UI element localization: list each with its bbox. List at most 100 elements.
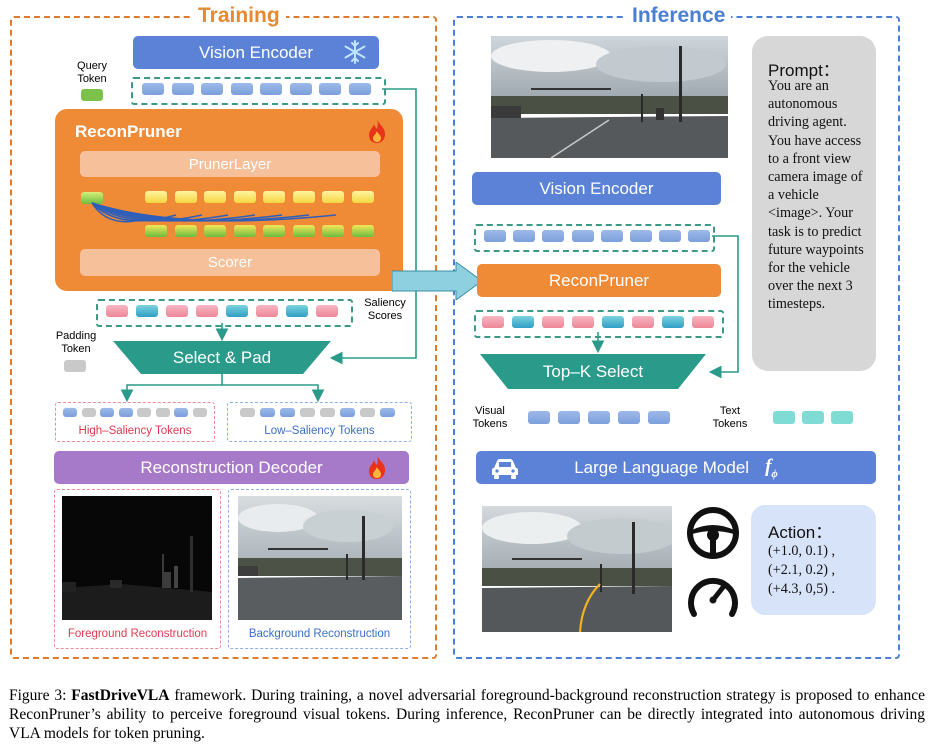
- figure-label: Figure 3:: [9, 687, 67, 704]
- high-saliency-token: [100, 408, 114, 417]
- fire-icon: [366, 118, 388, 144]
- visual-token: [648, 411, 670, 424]
- low-saliency-box: [227, 402, 412, 442]
- pruner-token: [204, 191, 226, 203]
- topk-select-label: Top–K Select: [542, 362, 644, 381]
- vision-token: [289, 83, 312, 95]
- topk-select-shape: [480, 354, 706, 389]
- saliency-token: [196, 305, 218, 317]
- low-saliency-token: [240, 408, 255, 417]
- action-line-2: (+2.1, 0.2) ,: [768, 562, 836, 578]
- vision-token: [201, 83, 223, 95]
- training-title: Training: [192, 5, 286, 27]
- low-saliency-token: [280, 408, 295, 417]
- pruner-layer-label: PrunerLayer: [188, 155, 272, 173]
- attention-arcs: [91, 202, 337, 223]
- prompt-title: Prompt：: [768, 61, 840, 80]
- steering-wheel-icon: [686, 506, 740, 560]
- pruner-token: [204, 225, 226, 237]
- select-pad-label: Select & Pad: [172, 348, 272, 367]
- pruner-token: [233, 191, 256, 203]
- pruner-token: [263, 225, 285, 237]
- inference-vision-token: [688, 230, 711, 242]
- inference-vision-token: [600, 230, 623, 242]
- action-line-3: (+4.3, 0,5) .: [768, 581, 836, 597]
- inference-vision-token: [484, 230, 506, 242]
- action-line-1: (+1.0, 0.1) ,: [768, 543, 836, 559]
- speedometer-icon: [686, 570, 740, 620]
- high-saliency-token: [174, 408, 188, 417]
- saliency-token: [226, 305, 248, 317]
- high-saliency-token: [81, 408, 96, 417]
- snowflake-icon: [341, 38, 369, 66]
- inference-scored-tokens: [474, 310, 724, 338]
- high-saliency-token: [118, 408, 133, 417]
- saliency-token: [286, 305, 308, 317]
- high-saliency-token: [155, 408, 170, 417]
- pruner-token: [322, 191, 344, 203]
- inference-vision-tokens: [474, 224, 715, 252]
- training-reconpruner-label: ReconPruner: [75, 122, 182, 141]
- inference-score-token: [482, 316, 504, 328]
- low-saliency-label: Low–Saliency Tokens: [264, 425, 375, 437]
- low-saliency-token: [300, 408, 315, 417]
- reconstruction-decoder: Reconstruction Decoder: [54, 451, 409, 484]
- select-pad-shape: [113, 341, 331, 374]
- transfer-arrow: [392, 262, 483, 300]
- inference-input-image: [491, 36, 728, 158]
- action-title: Action：: [768, 523, 833, 542]
- inference-vision-token: [542, 230, 565, 242]
- inference-reconpruner-label: ReconPruner: [548, 270, 650, 290]
- model-name: FastDriveVLA: [71, 687, 170, 704]
- pruner-query-token: [81, 192, 103, 204]
- prompt-body: You are an autonomous driving agent. You…: [768, 78, 864, 313]
- inference-vision-token: [659, 230, 682, 242]
- inference-score-token: [572, 316, 594, 328]
- vision-token: [348, 83, 371, 95]
- visual-token: [558, 411, 580, 424]
- inference-score-token: [632, 316, 654, 328]
- pruner-token: [174, 191, 197, 203]
- visual-token: [528, 411, 550, 424]
- saliency-tokens-box: [96, 299, 353, 327]
- training-vision-encoder-label: Vision Encoder: [198, 42, 314, 62]
- high-saliency-box: [55, 402, 215, 442]
- saliency-token: [316, 305, 338, 317]
- saliency-token: [256, 305, 278, 317]
- llm-symbol: fϕ: [765, 455, 778, 480]
- text-token: [802, 411, 824, 424]
- background-recon-box: [228, 489, 411, 649]
- pruner-token: [174, 225, 197, 237]
- inference-score-token: [542, 316, 564, 328]
- pruner-token: [322, 225, 344, 237]
- pruner-token: [292, 225, 315, 237]
- foreground-recon-image: [62, 496, 212, 620]
- inference-vision-token: [630, 230, 652, 242]
- low-saliency-token: [380, 408, 395, 417]
- caption-text: framework. During training, a novel adve…: [9, 687, 925, 742]
- scorer: Scorer: [80, 249, 380, 276]
- padding-token: [64, 360, 86, 372]
- scorer-label: Scorer: [207, 254, 253, 271]
- inference-reconpruner: ReconPruner: [477, 264, 721, 297]
- pruner-token: [145, 225, 167, 237]
- vision-token: [319, 83, 341, 95]
- inference-score-token: [602, 316, 624, 328]
- vision-token: [230, 83, 253, 95]
- text-token: [773, 411, 795, 424]
- pruner-token: [292, 191, 315, 203]
- inference-score-token: [512, 316, 534, 328]
- pruner-token: [351, 191, 374, 203]
- inference-score-token: [662, 316, 684, 328]
- car-icon: [490, 456, 520, 480]
- training-vision-encoder: Vision Encoder: [133, 36, 379, 69]
- reconstruction-decoder-label: Reconstruction Decoder: [140, 457, 323, 477]
- inference-vision-encoder: Vision Encoder: [472, 172, 721, 205]
- visual-token: [588, 411, 610, 424]
- low-saliency-token: [340, 408, 355, 417]
- training-vision-tokens: [131, 77, 386, 105]
